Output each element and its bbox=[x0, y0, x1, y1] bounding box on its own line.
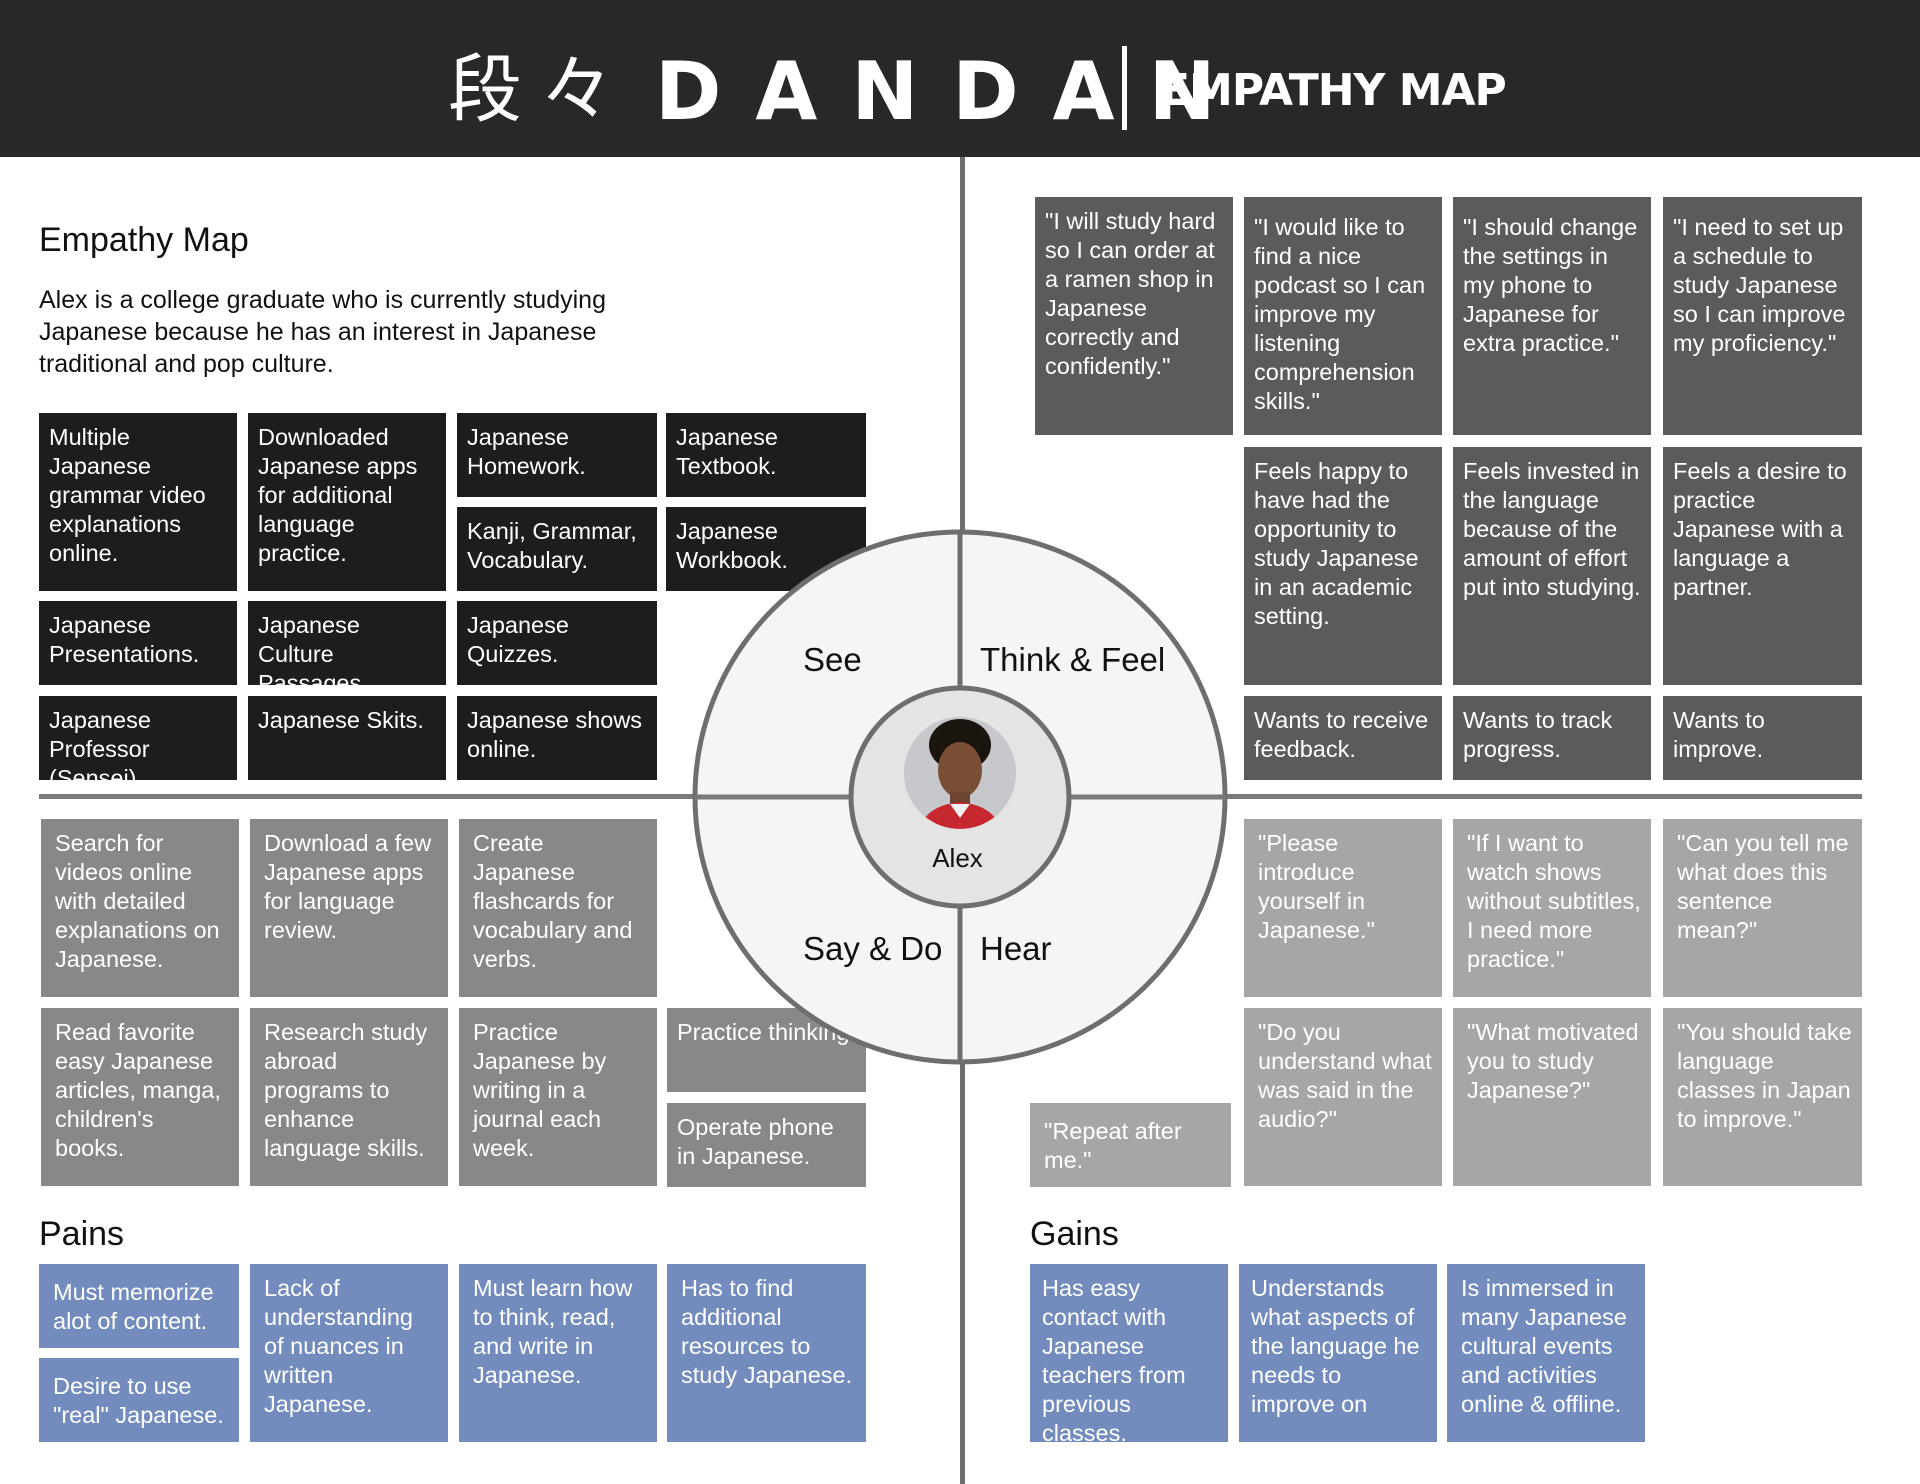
say-do-card: Practice Japanese by writing in a journa… bbox=[459, 1008, 657, 1186]
think-feel-card: Wants to receive feedback. bbox=[1244, 696, 1442, 780]
think-feel-card: "I would like to find a nice podcast so … bbox=[1244, 197, 1442, 435]
think-feel-card: "I should change the settings in my phon… bbox=[1453, 197, 1651, 435]
pains-card: Desire to use "real" Japanese. bbox=[39, 1358, 239, 1442]
hear-card: "If I want to watch shows without subtit… bbox=[1453, 819, 1651, 997]
say-do-card: Operate phone in Japanese. bbox=[667, 1103, 866, 1187]
say-do-card: Search for videos online with detailed e… bbox=[41, 819, 239, 997]
see-card: Japanese Quizzes. bbox=[457, 601, 657, 685]
header-divider bbox=[1122, 46, 1127, 130]
gains-card: Understands what aspects of the language… bbox=[1239, 1264, 1437, 1442]
think-feel-card: Feels a desire to practice Japanese with… bbox=[1663, 447, 1862, 685]
hear-card: "Repeat after me." bbox=[1030, 1103, 1231, 1187]
intro-description: Alex is a college graduate who is curren… bbox=[39, 286, 606, 378]
say-do-card: Research study abroad programs to enhanc… bbox=[250, 1008, 448, 1186]
persona-name: Alex bbox=[932, 843, 983, 873]
say-do-card: Create Japanese flashcards for vocabular… bbox=[459, 819, 657, 997]
see-card: Japanese Skits. bbox=[248, 696, 446, 780]
pains-card: Has to find additional resources to stud… bbox=[667, 1264, 866, 1442]
quadrant-label-say-do: Say & Do bbox=[803, 930, 943, 967]
intro-title: Empathy Map bbox=[39, 221, 249, 259]
think-feel-card: "I will study hard so I can order at a r… bbox=[1035, 197, 1233, 435]
think-feel-card: Feels invested in the language because o… bbox=[1453, 447, 1651, 685]
gains-card: Is immersed in many Japanese cultural ev… bbox=[1447, 1264, 1645, 1442]
think-feel-card: Wants to improve. bbox=[1663, 696, 1862, 780]
logo-kanji: 段々 bbox=[448, 47, 632, 133]
think-feel-card: Wants to track progress. bbox=[1453, 696, 1651, 780]
say-do-card: Read favorite easy Japanese articles, ma… bbox=[41, 1008, 239, 1186]
see-card: Japanese Presentations. bbox=[39, 601, 237, 685]
hear-card: "Can you tell me what does this sentence… bbox=[1663, 819, 1862, 997]
see-card: Downloaded Japanese apps for additional … bbox=[248, 413, 446, 591]
see-card: Japanese Culture Passages. bbox=[248, 601, 446, 685]
say-do-card: Download a few Japanese apps for languag… bbox=[250, 819, 448, 997]
quadrant-label-think-feel: Think & Feel bbox=[980, 641, 1166, 678]
see-card: Multiple Japanese grammar video explanat… bbox=[39, 413, 237, 591]
see-card: Japanese Textbook. bbox=[666, 413, 866, 497]
pains-card: Must learn how to think, read, and write… bbox=[459, 1264, 657, 1442]
pains-card: Must memorize alot of content. bbox=[39, 1264, 239, 1348]
horizontal-divider-right bbox=[1226, 794, 1862, 799]
hear-card: "Do you understand what was said in the … bbox=[1244, 1008, 1442, 1186]
see-card: Japanese Homework. bbox=[457, 413, 657, 497]
pains-title: Pains bbox=[39, 1215, 125, 1253]
horizontal-divider-left bbox=[39, 794, 699, 799]
quadrant-label-hear: Hear bbox=[980, 930, 1052, 967]
gains-title: Gains bbox=[1030, 1215, 1119, 1253]
header-bar: 段々 DANDAN EMPATHY MAP bbox=[0, 0, 1920, 157]
hear-card: "You should take language classes in Jap… bbox=[1663, 1008, 1862, 1186]
see-card: Japanese shows online. bbox=[457, 696, 657, 780]
quadrant-label-see: See bbox=[803, 641, 862, 678]
gains-card: Has easy contact with Japanese teachers … bbox=[1030, 1264, 1228, 1442]
hear-card: "What motivated you to study Japanese?" bbox=[1453, 1008, 1651, 1186]
think-feel-card: Feels happy to have had the opportunity … bbox=[1244, 447, 1442, 685]
think-feel-card: "I need to set up a schedule to study Ja… bbox=[1663, 197, 1862, 435]
see-card: Japanese Professor (Sensei). bbox=[39, 696, 237, 780]
header-subtitle: EMPATHY MAP bbox=[1160, 65, 1507, 116]
pains-card: Lack of understanding of nuances in writ… bbox=[250, 1264, 448, 1442]
see-card: Kanji, Grammar, Vocabulary. bbox=[457, 507, 657, 591]
hear-card: "Please introduce yourself in Japanese." bbox=[1244, 819, 1442, 997]
